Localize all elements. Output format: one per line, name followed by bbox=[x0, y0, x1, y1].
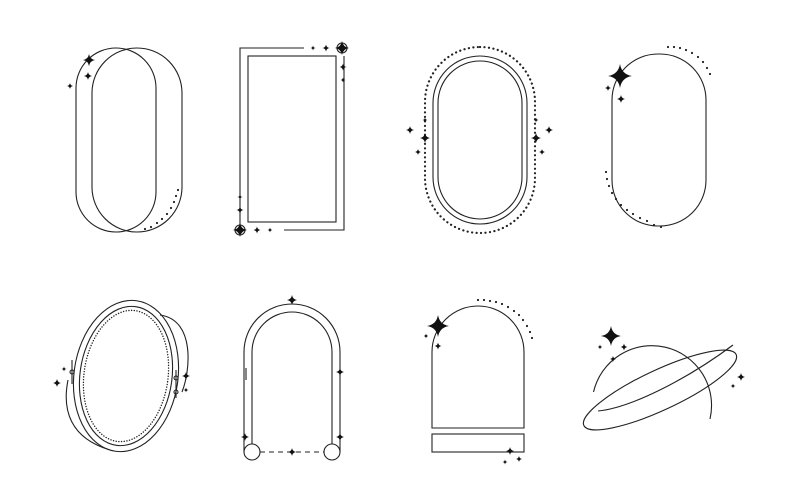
sparkle-icon bbox=[67, 54, 95, 89]
planet-frame bbox=[582, 326, 745, 431]
base-circle-left bbox=[243, 443, 261, 461]
arch-frame bbox=[241, 295, 344, 461]
sparkle-icon bbox=[423, 315, 522, 465]
orbit-ring-inner bbox=[597, 344, 734, 412]
sparkle-icon bbox=[406, 117, 553, 155]
compass-star-icon bbox=[335, 41, 349, 55]
dotted-ring bbox=[423, 45, 537, 235]
sparkle-icon bbox=[236, 44, 347, 234]
sparkle-icon bbox=[597, 326, 745, 389]
base-circle-right bbox=[323, 443, 341, 461]
arch-with-plinth-frame bbox=[423, 298, 534, 465]
dotted-arc bbox=[604, 170, 663, 229]
orbit-arc-right bbox=[159, 314, 189, 393]
sparkle-oval-frame bbox=[604, 45, 712, 229]
double-oval-frame bbox=[67, 47, 183, 233]
inner-dotted-ellipse bbox=[82, 309, 170, 443]
dotted-arc bbox=[666, 45, 712, 76]
planet-body bbox=[592, 345, 713, 420]
dotted-arc bbox=[476, 298, 534, 340]
orbit-ring-outer bbox=[582, 349, 738, 431]
tilted-ellipse-frame bbox=[53, 299, 190, 453]
sparkle-icon bbox=[605, 64, 632, 103]
dotted-arc bbox=[143, 188, 180, 231]
orbit-arc-left bbox=[65, 379, 111, 451]
rectangle-frame bbox=[233, 41, 349, 237]
dotted-oval-frame bbox=[406, 45, 553, 235]
compass-star-icon bbox=[233, 223, 247, 237]
